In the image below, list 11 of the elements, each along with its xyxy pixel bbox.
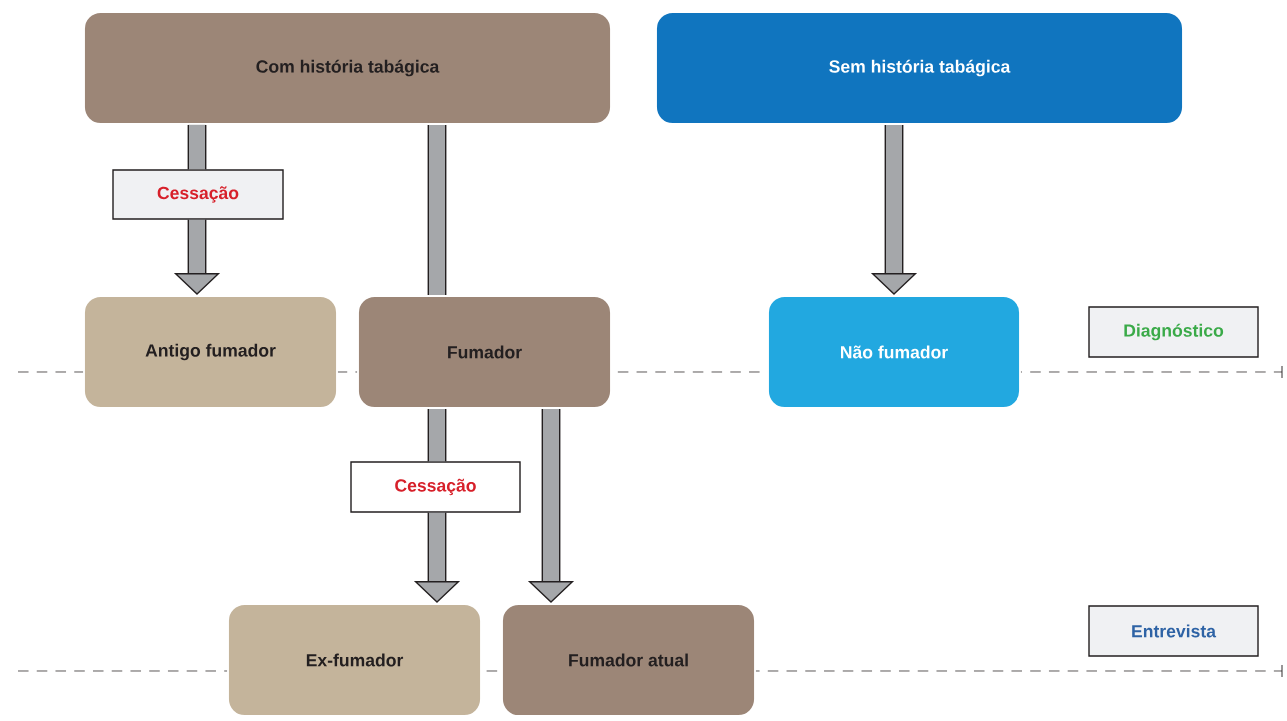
label-box: Cessação (112, 169, 284, 220)
process-box: Fumador atual (501, 603, 756, 717)
label-box: Cessação (350, 461, 521, 513)
label-box: Entrevista (1088, 605, 1259, 657)
label-box: Diagnóstico (1088, 306, 1259, 358)
process-box: Fumador (357, 295, 612, 409)
process-box: Não fumador (767, 295, 1021, 409)
process-box: Ex-fumador (227, 603, 482, 717)
process-box: Com história tabágica (83, 11, 612, 125)
process-box: Antigo fumador (83, 295, 338, 409)
process-box: Sem história tabágica (655, 11, 1184, 125)
